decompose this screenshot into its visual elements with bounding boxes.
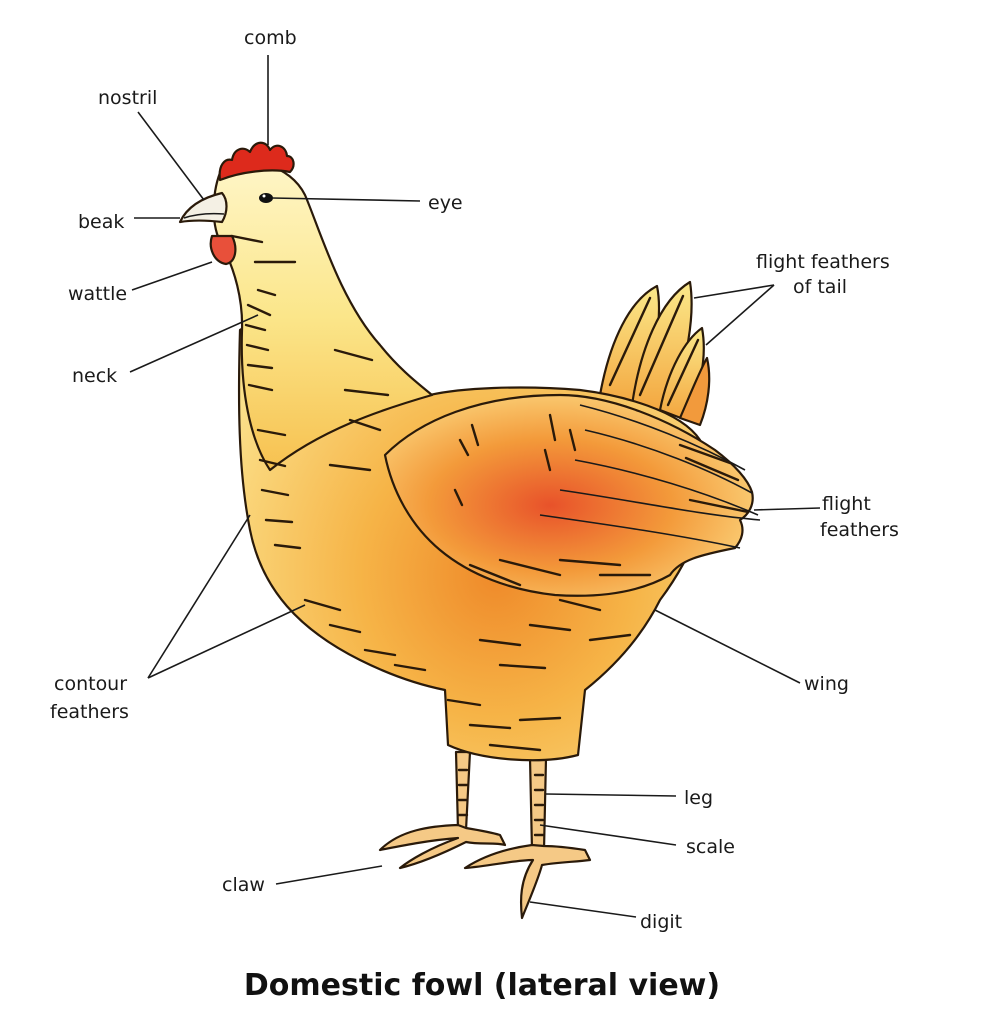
label-wing: wing xyxy=(804,673,849,695)
label-beak: beak xyxy=(78,211,124,233)
leader-leg xyxy=(546,794,676,796)
leader-claw xyxy=(276,866,382,884)
leader-flight-feathers xyxy=(754,508,820,510)
label-scale: scale xyxy=(686,836,735,858)
diagram-title: Domestic fowl (lateral view) xyxy=(244,968,720,1003)
label-eye: eye xyxy=(428,192,463,214)
leader-digit xyxy=(530,902,636,917)
label-contour-feathers-2: feathers xyxy=(50,701,129,723)
legs xyxy=(380,752,590,918)
fowl-wattle xyxy=(211,236,236,264)
fowl-illustration xyxy=(180,143,760,918)
label-tail-feathers-2: of tail xyxy=(793,276,847,298)
label-flight-feathers-1: flight xyxy=(822,493,871,515)
label-flight-feathers-2: feathers xyxy=(820,519,899,541)
label-nostril: nostril xyxy=(98,87,157,109)
label-digit: digit xyxy=(640,911,682,933)
label-wattle: wattle xyxy=(68,283,127,305)
label-neck: neck xyxy=(72,365,117,387)
label-contour-feathers-1: contour xyxy=(54,673,127,695)
leader-scale xyxy=(540,825,676,845)
label-tail-feathers-1: flight feathers xyxy=(756,251,890,273)
label-comb: comb xyxy=(244,27,297,49)
fowl-eye xyxy=(259,193,273,203)
leader-nostril xyxy=(138,112,204,200)
label-claw: claw xyxy=(222,874,265,896)
leader-wattle xyxy=(132,262,212,290)
label-leg: leg xyxy=(684,787,713,809)
leader-wing xyxy=(655,610,800,683)
